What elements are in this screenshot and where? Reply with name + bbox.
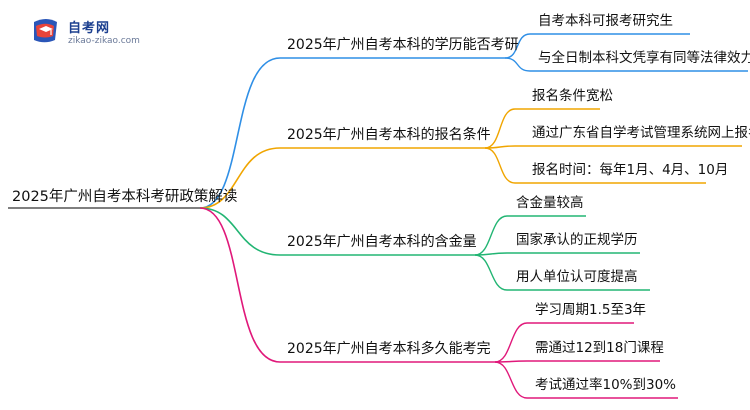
leaf-item: 自考本科可报考研究生: [538, 13, 673, 29]
root-branch-connector: [199, 147, 281, 209]
leaf-item: 报名条件宽松: [532, 88, 613, 104]
branch-leaf-connector: [494, 361, 528, 399]
logo-url: zikao-zikao.com: [68, 36, 140, 46]
branch-leaf-connector: [504, 33, 531, 59]
leaf-item: 考试通过率10%到30%: [535, 377, 677, 393]
branch-label-duration: 2025年广州自考本科多久能考完: [287, 341, 491, 357]
branch-leaf-connector: [484, 108, 516, 149]
root-branch-connector: [199, 207, 281, 363]
root-branch-connector: [199, 207, 281, 256]
branch-label-requirements: 2025年广州自考本科的报名条件: [287, 127, 491, 143]
leaf-item: 报名时间：每年1月、4月、10月: [532, 162, 729, 178]
site-logo: 自考网 zikao-zikao.com: [30, 14, 150, 54]
root-branch-connector: [199, 57, 281, 209]
leaf-item: 学习周期1.5至3年: [535, 302, 647, 318]
root-topic: 2025年广州自考本科考研政策解读: [12, 189, 238, 205]
leaf-item: 用人单位认可度提高: [516, 269, 638, 285]
branch-leaf-connector: [474, 254, 508, 291]
branch-leaf-connector: [504, 57, 531, 72]
leaf-item: 需通过12到18门课程: [535, 340, 664, 356]
leaf-item: 含金量较高: [516, 195, 584, 211]
branch-label-value: 2025年广州自考本科的含金量: [287, 234, 477, 250]
branch-leaf-connector: [474, 215, 508, 256]
leaf-item: 国家承认的正规学历: [516, 232, 638, 248]
branch-leaf-connector: [484, 147, 516, 184]
branch-label-can-take-exam: 2025年广州自考本科的学历能否考研: [287, 37, 519, 53]
branch-leaf-connector: [494, 322, 528, 363]
logo-name: 自考网: [68, 21, 111, 36]
graduation-cap-icon: [34, 19, 57, 43]
leaf-item: 通过广东省自学考试管理系统网上报名: [532, 125, 750, 141]
leaf-item: 与全日制本科文凭享有同等法律效力: [538, 50, 750, 66]
